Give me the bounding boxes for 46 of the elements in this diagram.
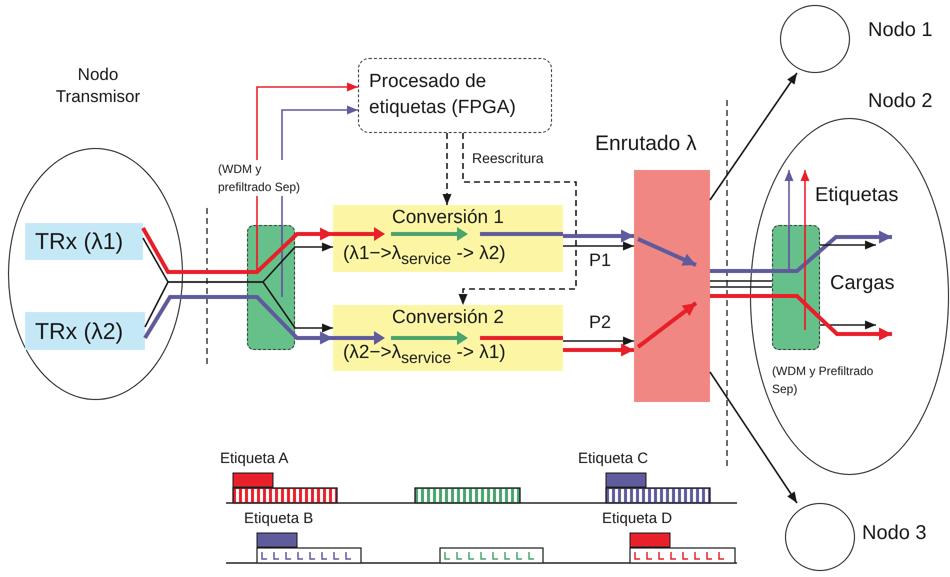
arrow (563, 344, 634, 356)
node-heading: Nodo 2 (868, 89, 934, 114)
arrow (709, 72, 798, 200)
process-box: Procesado de etiquetas (FPGA) (358, 58, 552, 133)
signal-label: Etiquetas (815, 184, 898, 207)
packet-label: Etiqueta D (602, 510, 672, 527)
connector-line (710, 280, 772, 282)
transceiver-box: TRx (λ2) (25, 312, 145, 350)
arrow (563, 336, 634, 346)
packet-label: Etiqueta B (244, 510, 314, 527)
arrow (247, 228, 333, 274)
node-heading: Enrutado λ (595, 131, 698, 157)
arrow (820, 240, 876, 250)
node-heading: Nodo 3 (862, 521, 928, 546)
packet-label: Etiqueta A (220, 450, 288, 467)
arrow (800, 170, 810, 225)
connector-line (710, 269, 772, 273)
arrow (818, 230, 892, 252)
arrow (820, 320, 876, 330)
connector-line (710, 286, 772, 288)
connector-line (144, 281, 247, 328)
packet-label: Etiqueta C (578, 450, 648, 467)
arrow (247, 281, 333, 332)
node-subtitle: (λ1−>λ$_{service}$ -> λ2) (343, 243, 506, 269)
arrow (247, 295, 333, 344)
arrow (818, 316, 892, 340)
signal-label: Cargas (830, 272, 894, 295)
transceiver-box: TRx (λ1) (25, 223, 143, 260)
edge-label: Reescritura (472, 150, 544, 166)
arrow (784, 170, 794, 225)
node-title: Conversión 2 (391, 307, 505, 329)
arrow (709, 372, 798, 504)
node-title: Conversión 1 (391, 207, 505, 229)
connector-line (143, 295, 247, 340)
arrow (563, 230, 634, 242)
node-caption: (WDM y Prefiltrado Sep) (772, 363, 874, 398)
conversion-box (333, 205, 563, 272)
connector-line (141, 227, 247, 274)
dashed-arrow (442, 133, 452, 205)
arrow (563, 242, 634, 250)
connector-line (710, 294, 772, 298)
node-subtitle: (λ2−>λ$_{service}$ -> λ1) (343, 342, 506, 368)
conversion-box (333, 305, 563, 371)
node-heading: Nodo 1 (868, 18, 934, 43)
dashed-arrow (458, 133, 577, 305)
node-heading: Nodo Transmisor (54, 64, 142, 108)
